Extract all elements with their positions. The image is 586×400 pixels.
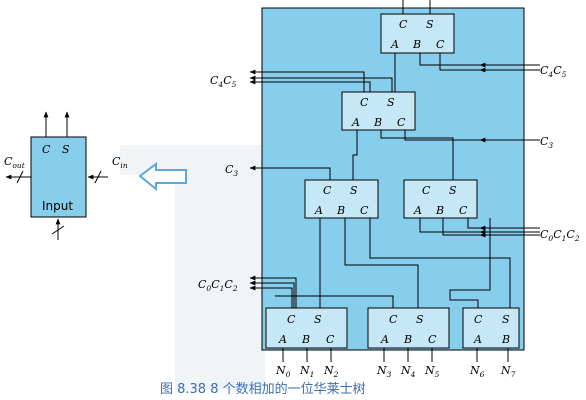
svg-text:C: C	[399, 18, 408, 31]
svg-text:A: A	[278, 333, 287, 346]
c4c5-right-label: C4C5	[540, 64, 567, 79]
svg-text:C: C	[436, 38, 445, 51]
svg-text:C: C	[360, 204, 369, 217]
svg-text:C: C	[428, 333, 437, 346]
background-watermark	[175, 145, 265, 390]
svg-text:S: S	[350, 184, 358, 197]
n1-label: N1	[299, 364, 314, 379]
svg-text:B: B	[336, 204, 345, 217]
c0c1c2-right-label: C0C1C2	[540, 228, 580, 243]
svg-text:C: C	[287, 313, 296, 326]
svg-text:B: B	[412, 38, 421, 51]
n-input-labels: N0 N1 N2 N3 N4 N5 N6 N7	[275, 364, 516, 379]
svg-text:C: C	[326, 333, 335, 346]
adder-level-2: C S A B C	[341, 91, 416, 131]
cin-label: Cin	[112, 155, 128, 170]
n4-label: N4	[400, 364, 416, 379]
c0c1c2-left-label: C0C1C2	[198, 278, 238, 293]
background-watermark-bar	[120, 145, 270, 175]
svg-text:A: A	[413, 204, 422, 217]
input-label: Input	[42, 199, 73, 213]
n6-label: N6	[469, 364, 485, 379]
figure-caption: 图 8.38 8 个数相加的一位华莱士树	[160, 381, 366, 397]
n0-label: N0	[275, 364, 291, 379]
svg-text:C: C	[397, 116, 406, 129]
svg-text:S: S	[416, 313, 424, 326]
svg-text:B: B	[301, 333, 310, 346]
c3-left-label: C3	[225, 163, 238, 178]
svg-text:C: C	[459, 204, 468, 217]
svg-text:A: A	[314, 204, 323, 217]
svg-text:A: A	[380, 333, 389, 346]
input-s-label: S	[62, 143, 70, 156]
svg-text:S: S	[449, 184, 457, 197]
svg-text:B: B	[501, 333, 510, 346]
svg-text:B: B	[435, 204, 444, 217]
svg-text:B: B	[403, 333, 412, 346]
n5-label: N5	[424, 364, 440, 379]
expand-arrow-icon	[138, 162, 187, 192]
svg-text:C: C	[422, 184, 431, 197]
c4c5-left-label: C4C5	[210, 74, 237, 89]
half-adder-bottom-right: C S A B	[462, 307, 520, 349]
svg-text:S: S	[387, 96, 395, 109]
adder-bottom-middle: C S A B C	[367, 307, 450, 349]
adder-top: C S A B C	[380, 13, 455, 54]
svg-text:S: S	[314, 313, 322, 326]
adder-level-3-left: C S A B C	[304, 179, 379, 219]
svg-text:A: A	[351, 116, 360, 129]
svg-text:C: C	[323, 184, 332, 197]
svg-text:S: S	[502, 313, 510, 326]
svg-text:C: C	[360, 96, 369, 109]
svg-text:C: C	[389, 313, 398, 326]
input-c-label: C	[42, 143, 51, 156]
input-full-adder: C S Input Cout Cin	[4, 111, 128, 240]
svg-text:A: A	[473, 333, 482, 346]
n7-label: N7	[500, 364, 516, 379]
adder-bottom-left: C S A B C	[265, 307, 348, 349]
svg-text:C: C	[474, 313, 483, 326]
c3-right-label: C3	[540, 135, 553, 150]
svg-text:S: S	[426, 18, 434, 31]
svg-text:A: A	[390, 38, 399, 51]
n2-label: N2	[323, 364, 339, 379]
n3-label: N3	[376, 364, 392, 379]
svg-text:B: B	[373, 116, 382, 129]
adder-level-3-right: C S A B C	[403, 179, 478, 219]
cout-label: Cout	[4, 155, 26, 170]
